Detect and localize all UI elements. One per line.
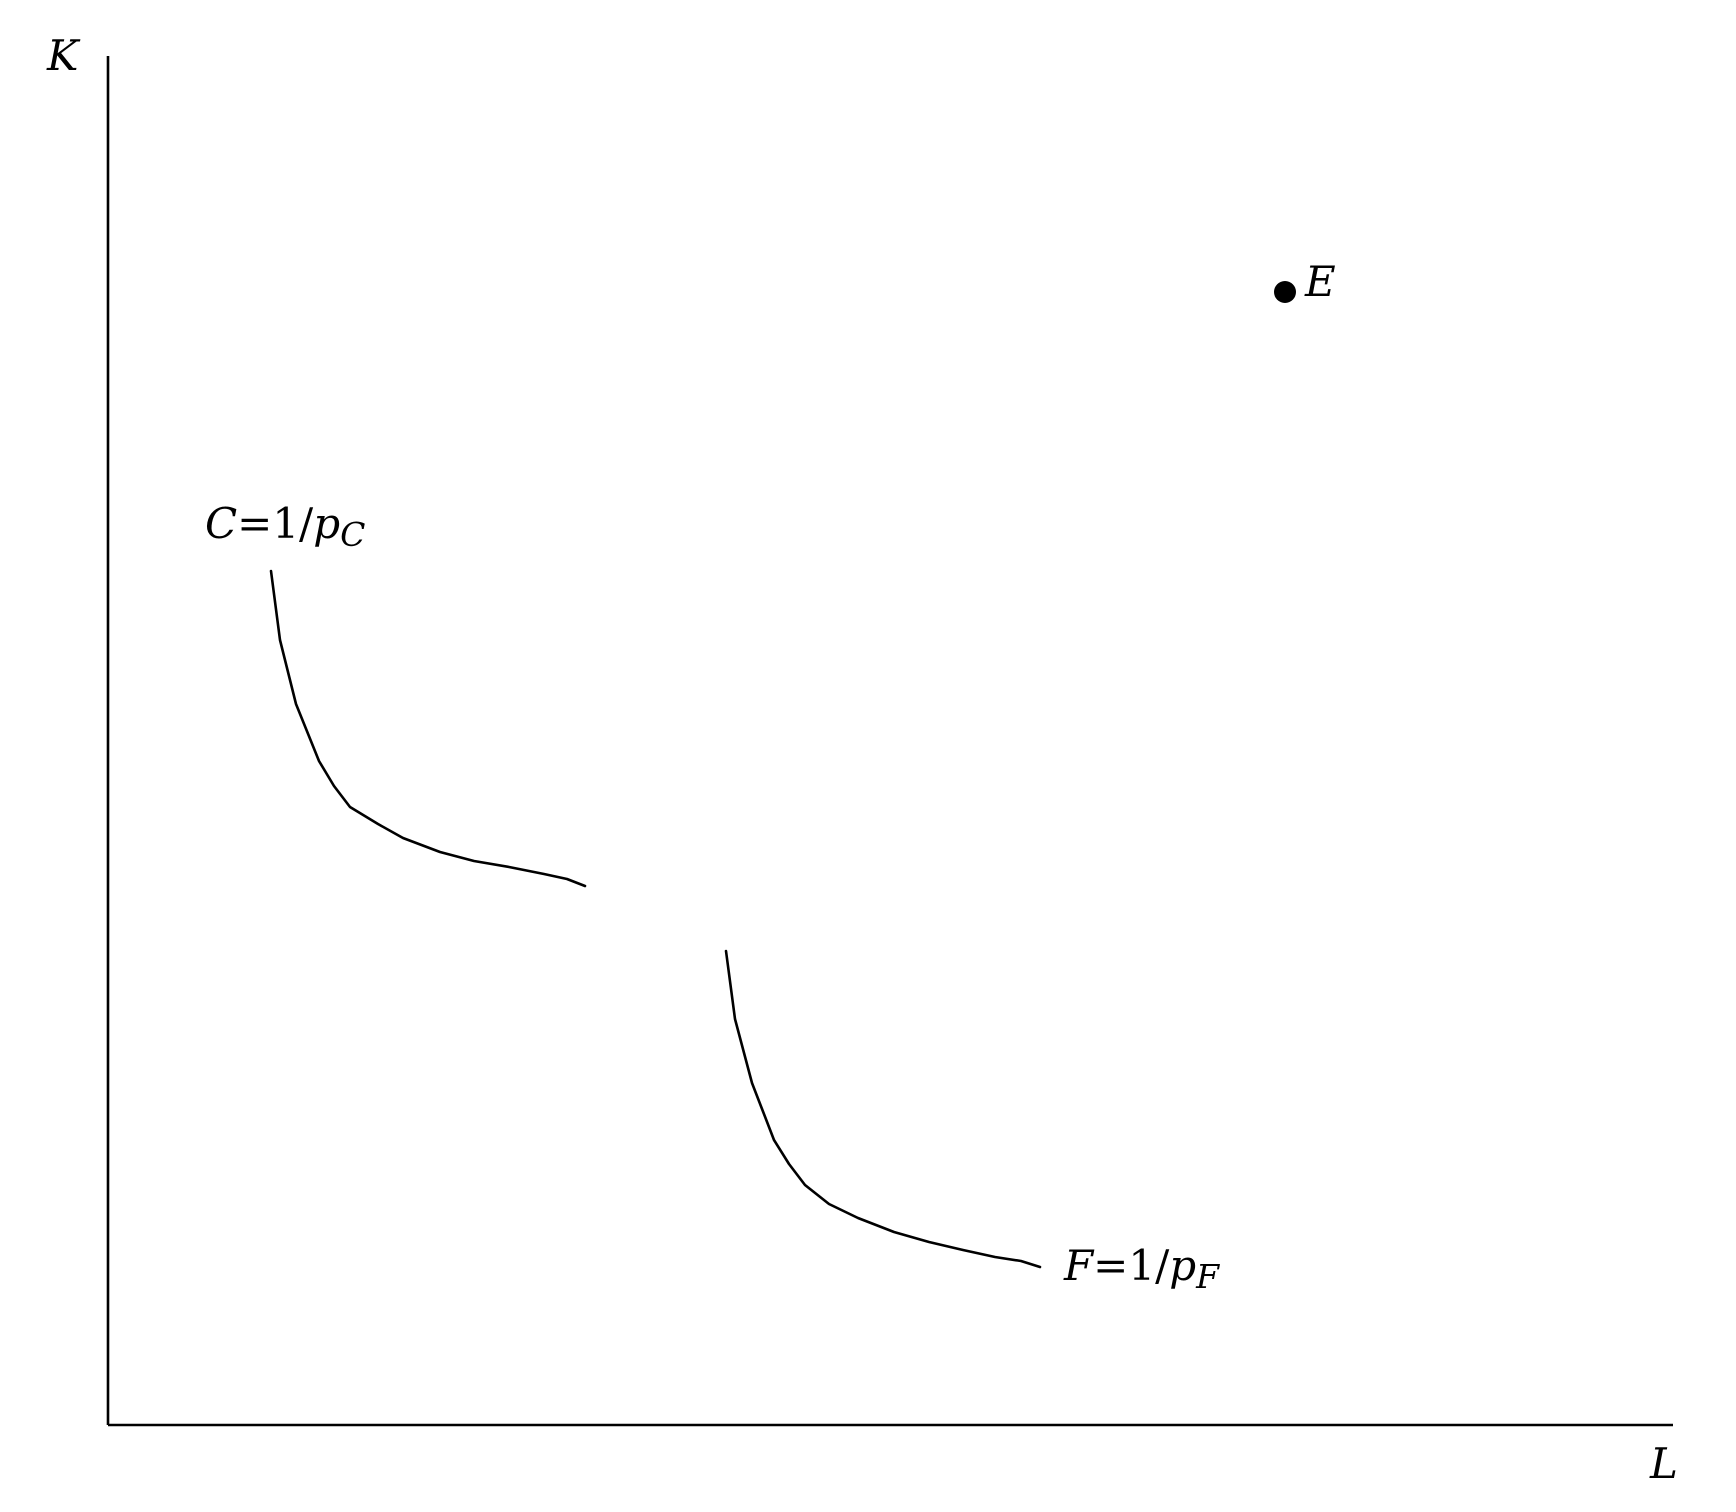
isoquant-c-label-var: C bbox=[205, 499, 237, 548]
isoquant-f-label-var: F bbox=[1063, 1241, 1095, 1290]
isoquant-c-label: C=1/pC bbox=[205, 499, 365, 554]
isoquant-f-curve bbox=[724, 949, 1042, 1269]
endowment-point-label: E bbox=[1304, 257, 1336, 306]
y-axis-label: K bbox=[46, 31, 81, 80]
x-axis-label: L bbox=[1649, 1439, 1678, 1488]
isoquant-c-label-sub: C bbox=[340, 515, 365, 554]
endowment-point bbox=[1274, 281, 1296, 303]
isoquant-c-curve bbox=[269, 569, 587, 888]
isoquant-f-label-eq: =1/ bbox=[1093, 1241, 1170, 1290]
isoquant-f-label-sub: F bbox=[1195, 1257, 1220, 1296]
isoquant-c-label-p: p bbox=[313, 499, 340, 548]
isoquant-c-label-eq: =1/ bbox=[237, 499, 314, 548]
isoquant-f-label-p: p bbox=[1169, 1241, 1196, 1290]
isoquant-f-label: F=1/pF bbox=[1063, 1241, 1220, 1296]
